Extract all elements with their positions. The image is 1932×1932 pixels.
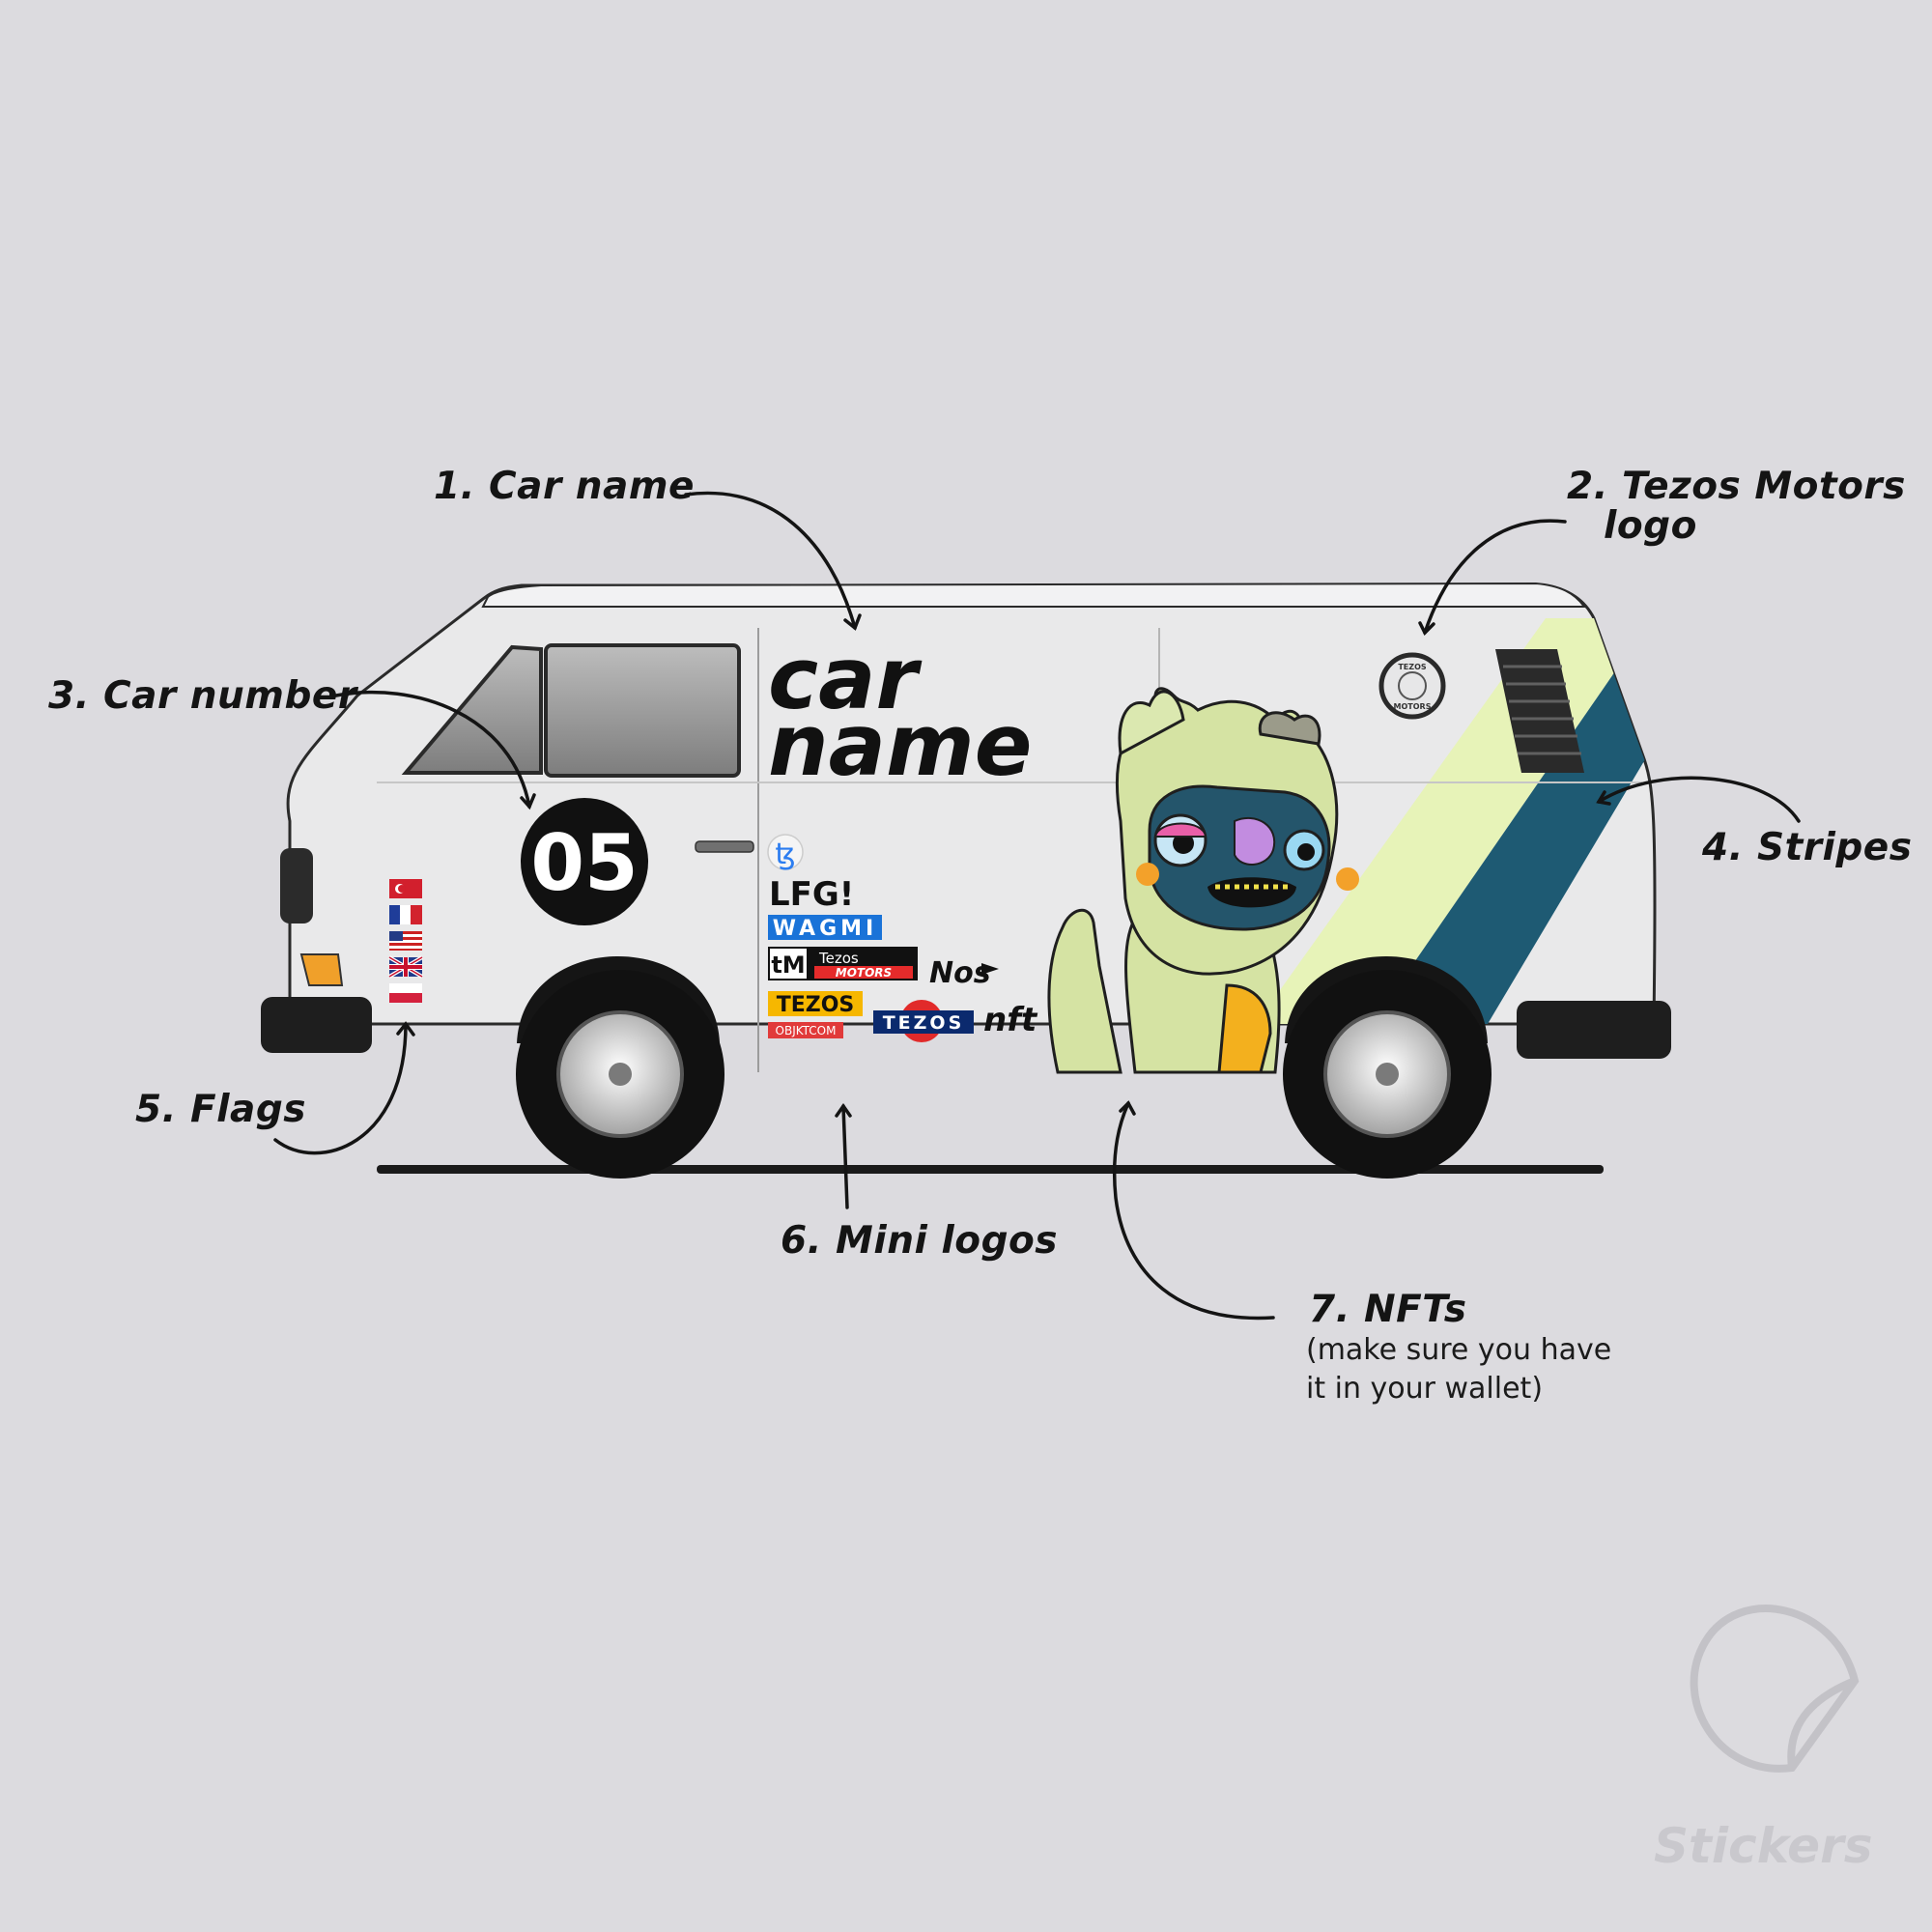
nfts-note-line2: it in your wallet)	[1306, 1370, 1543, 1408]
flag-poland-icon	[389, 983, 422, 1003]
flag-turkey-icon	[389, 879, 422, 898]
rear-wheel	[1283, 970, 1492, 1179]
tm-logo: tM	[771, 952, 805, 979]
arrow-mini-logos	[843, 1106, 847, 1208]
badge-text-top: TEZOS	[1398, 663, 1427, 671]
callout-car-name: 1. Car name	[434, 465, 695, 508]
callout-nfts: 7. NFTs	[1309, 1288, 1467, 1331]
callout-mini-logos: 6. Mini logos	[781, 1219, 1058, 1263]
car-number: 05	[530, 818, 638, 908]
van-body	[261, 583, 1729, 1072]
front-wheel	[516, 970, 724, 1179]
callout-flags: 5. Flags	[135, 1088, 306, 1131]
flag-uk-icon	[389, 957, 422, 977]
flags	[389, 879, 422, 1003]
stickers-watermark-icon	[1694, 1608, 1855, 1769]
nft-logo: nft	[983, 1001, 1038, 1039]
callout-tezos-motors-line2: logo	[1604, 504, 1697, 548]
callout-car-number: 3. Car number	[48, 674, 357, 718]
tezos-motors-mini-top: Tezos	[818, 950, 859, 967]
tezos-motors-logo: TEZOS MOTORS	[1381, 655, 1443, 717]
objkt-logo: OBJKTCOM	[776, 1024, 837, 1037]
tezos-symbol-icon: ꜩ	[775, 838, 795, 871]
car-number-decal: 05	[521, 798, 648, 925]
nfts-note-line1: (make sure you have	[1306, 1331, 1611, 1370]
wagmi-logo: WAGMI	[773, 917, 877, 941]
arrow-nfts	[1115, 1103, 1273, 1318]
badge-text-bottom: MOTORS	[1394, 702, 1432, 711]
callout-tezos-motors-line1: 2. Tezos Motors	[1567, 465, 1906, 508]
callout-stripes: 4. Stripes	[1702, 826, 1912, 869]
tezos-blue-logo: TEZOS	[883, 1012, 965, 1034]
lfg-logo: LFG!	[769, 875, 854, 914]
car-name-line2: name	[768, 696, 1032, 795]
tezos-motors-mini-bottom: MOTORS	[836, 966, 892, 980]
flag-france-icon	[389, 905, 422, 924]
flag-usa-icon	[389, 931, 422, 951]
tezos-yellow-logo: TEZOS	[777, 993, 855, 1017]
watermark-text: Stickers	[1654, 1818, 1873, 1874]
